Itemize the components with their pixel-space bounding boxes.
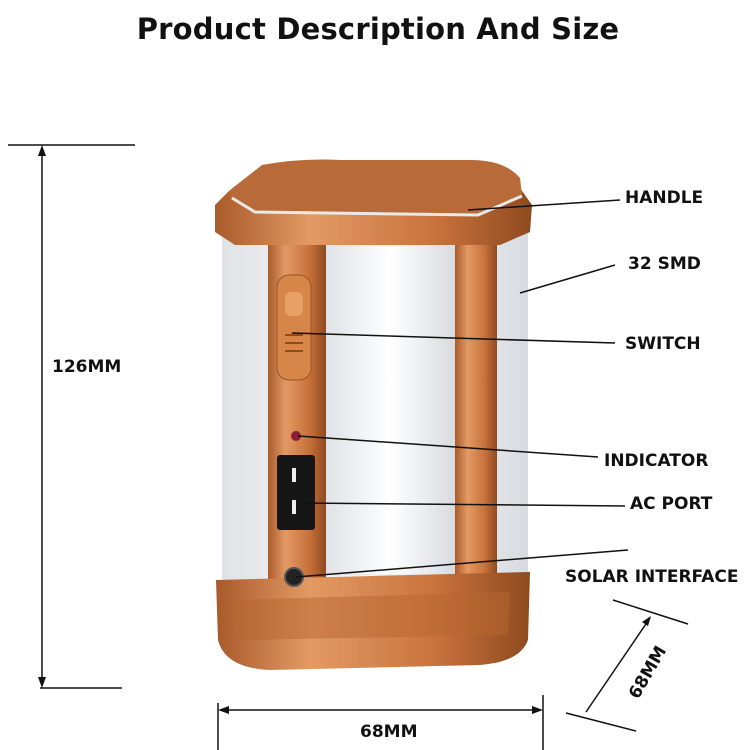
ac-port [277, 455, 315, 530]
label-switch: SWITCH [625, 334, 701, 354]
label-ac-port: AC PORT [630, 494, 713, 514]
corner-pillar [455, 240, 497, 610]
label-handle: HANDLE [625, 188, 703, 208]
label-indicator: INDICATOR [604, 451, 708, 471]
dimension-lines [8, 144, 689, 750]
dimension-width: 68MM [360, 722, 418, 742]
label-solar-interface: SOLAR INTERFACE [565, 567, 738, 587]
handle [230, 159, 522, 215]
dimension-depth: 68MM [625, 643, 671, 703]
lantern-product [215, 159, 532, 670]
label-32-smd: 32 SMD [628, 254, 701, 274]
switch-button [276, 274, 312, 381]
page-title: Product Description And Size [136, 12, 620, 46]
callout-lines [291, 199, 629, 578]
dimension-height: 126MM [52, 357, 121, 377]
indicator-led [291, 431, 301, 441]
